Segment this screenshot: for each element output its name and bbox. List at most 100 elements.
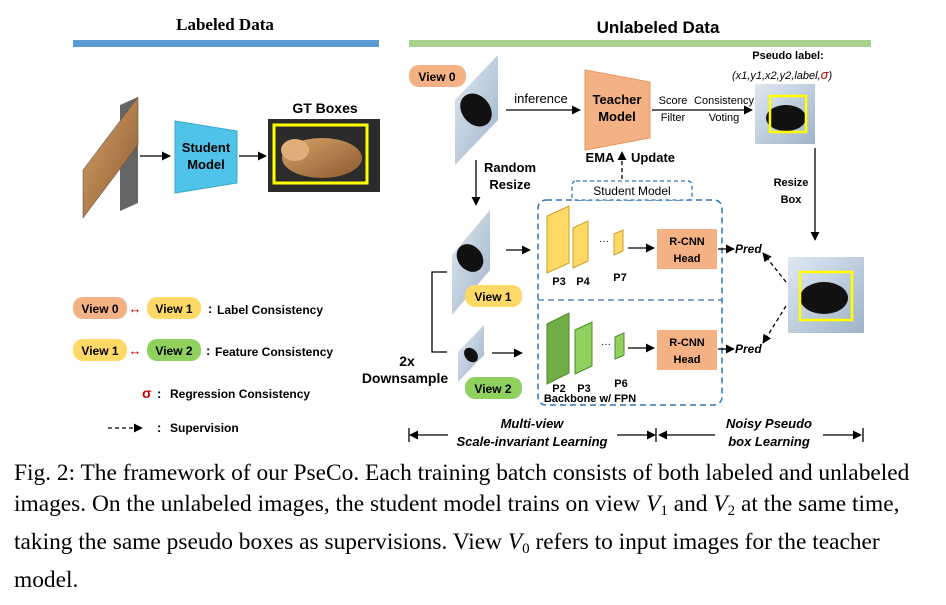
legend-sigma: σ [142,385,152,401]
legend-supervision: Supervision [170,421,239,435]
student-model-block: Student Model [174,120,238,194]
legend-view2-chip [147,339,201,361]
supervision-arrow-top [762,252,787,283]
consistency-text: Consistency [694,95,754,107]
bear-view1-image [452,210,490,315]
teacher-model-block: Teacher Model [584,69,651,151]
view1-chip [465,285,522,307]
student-model-line1: Student [182,140,231,155]
legend-label-consistency: Label Consistency [217,303,323,317]
multiview-line1: Multi-view [501,416,565,431]
split-bracket [431,271,447,353]
legend-view1-chip [147,297,201,319]
student-model-tag-text: Student Model [593,184,670,198]
view2-chip [465,377,522,399]
fpn-top-p7: P7 [613,272,626,284]
legend-regression-consistency: Regression Consistency [170,387,310,401]
rcnn-head-top-line1: R-CNN [669,236,704,248]
caption-suffix: refers to input images for the teacher m… [14,529,880,593]
voting-text: Voting [709,112,740,124]
caption-v2: V [713,491,728,517]
view0-chip [409,65,466,87]
backbone-label: Backbone w/ FPN [544,393,636,405]
caption-v0: V [507,529,523,555]
resize-box-line2: Box [781,194,803,206]
rcnn-head-bottom-line2: Head [674,354,701,366]
inference-label: inference [514,91,567,106]
legend-colon-2: : [206,343,210,358]
pseudo-label-tuple-text: (x1,y1,x2,y2,label, [732,70,821,82]
supervision-arrow-bottom [762,305,787,344]
update-text: Update [631,150,675,165]
fpn-bottom: ··· P2 P3 P6 Backbone w/ FPN [544,312,636,405]
teacher-model-line1: Teacher [593,92,642,107]
legend-arrow-red-1: ↔ [129,301,142,316]
teacher-model-line2: Model [598,109,636,124]
resized-pseudo-image [788,257,864,333]
unlabeled-header: Unlabeled Data [597,18,720,37]
rcnn-head-bottom: R-CNN Head [657,330,717,370]
rcnn-head-top-line2: Head [674,253,701,265]
downsample-2x: 2x [399,353,415,369]
legend-arrow-red-2: ↔ [129,343,142,358]
pseudo-label-close: ) [827,70,833,82]
fpn-top-p4: P4 [576,276,590,288]
rcnn-head-bottom-line1: R-CNN [669,337,704,349]
fpn-top-ellipsis: ··· [599,236,609,247]
pred-bottom: Pred [735,342,762,356]
ema-text: EMA [586,150,616,165]
caption-and: and [667,491,714,517]
view2-text: View 2 [474,382,511,396]
legend-view0-chip [73,297,127,319]
noisy-line1: Noisy Pseudo [726,416,812,431]
labeled-bar [73,40,379,47]
score-text: Score [659,95,688,107]
student-model-line2: Model [187,157,225,172]
legend-view2-text: View 2 [155,344,192,358]
legend-feature-consistency: Feature Consistency [215,345,333,359]
resize-box-line1: Resize [774,177,809,189]
unlabeled-bar [409,40,871,47]
fpn-bottom-p6: P6 [614,378,627,390]
caption-prefix: Fig. 2: The framework of our PseCo. Each… [14,460,910,517]
pred-top: Pred [735,242,762,256]
gt-boxes-image [268,119,380,192]
caption-sub2: 2 [727,503,736,519]
downsample-text: Downsample [362,370,449,386]
caption-v1: V [646,491,661,517]
fpn-bottom-p2: P2 [552,383,565,395]
legend-colon-4: : [157,420,161,435]
multiview-line2: Scale-invariant Learning [457,434,608,449]
resize-text: Resize [489,177,530,192]
pseudo-label-title: Pseudo label: [752,50,824,62]
legend-view1b-text: View 1 [81,344,118,358]
labeled-header: Labeled Data [176,15,274,34]
fpn-top-p3: P3 [552,276,565,288]
legend: View 0 ↔ View 1 : Label Consistency View… [73,297,333,435]
student-model-tag [571,180,693,201]
legend-colon-1: : [208,301,212,316]
pseudo-label-tuple: (x1,y1,x2,y2,label,σ) [732,67,833,82]
bear-view2-image [458,325,484,382]
fpn-bottom-ellipsis: ··· [601,339,611,350]
legend-colon-3: : [157,386,161,401]
fpn-bottom-p3: P3 [577,383,590,395]
random-text: Random [484,160,536,175]
fpn-top: ··· P3 P4 P7 [546,205,627,288]
legend-view1b-chip [73,339,127,361]
pseudo-label-image [755,84,815,144]
caption-sub0: 0 [522,541,530,557]
filter-text: Filter [661,112,686,124]
rcnn-head-top: R-CNN Head [657,229,717,269]
legend-view1-text: View 1 [155,302,192,316]
view0-text: View 0 [418,70,455,84]
bear-view0-image [455,55,498,165]
pseudo-label-sigma: σ [821,67,830,82]
view1-text: View 1 [474,290,511,304]
legend-view0-text: View 0 [81,302,118,316]
noisy-line2: box Learning [728,434,810,449]
caption-middle: at the same time, taking the same pseudo… [14,491,900,555]
cat-input-image [82,96,139,219]
gt-boxes-label: GT Boxes [292,100,358,116]
figure-caption: Fig. 2: The framework of our PseCo. Each… [14,458,934,596]
